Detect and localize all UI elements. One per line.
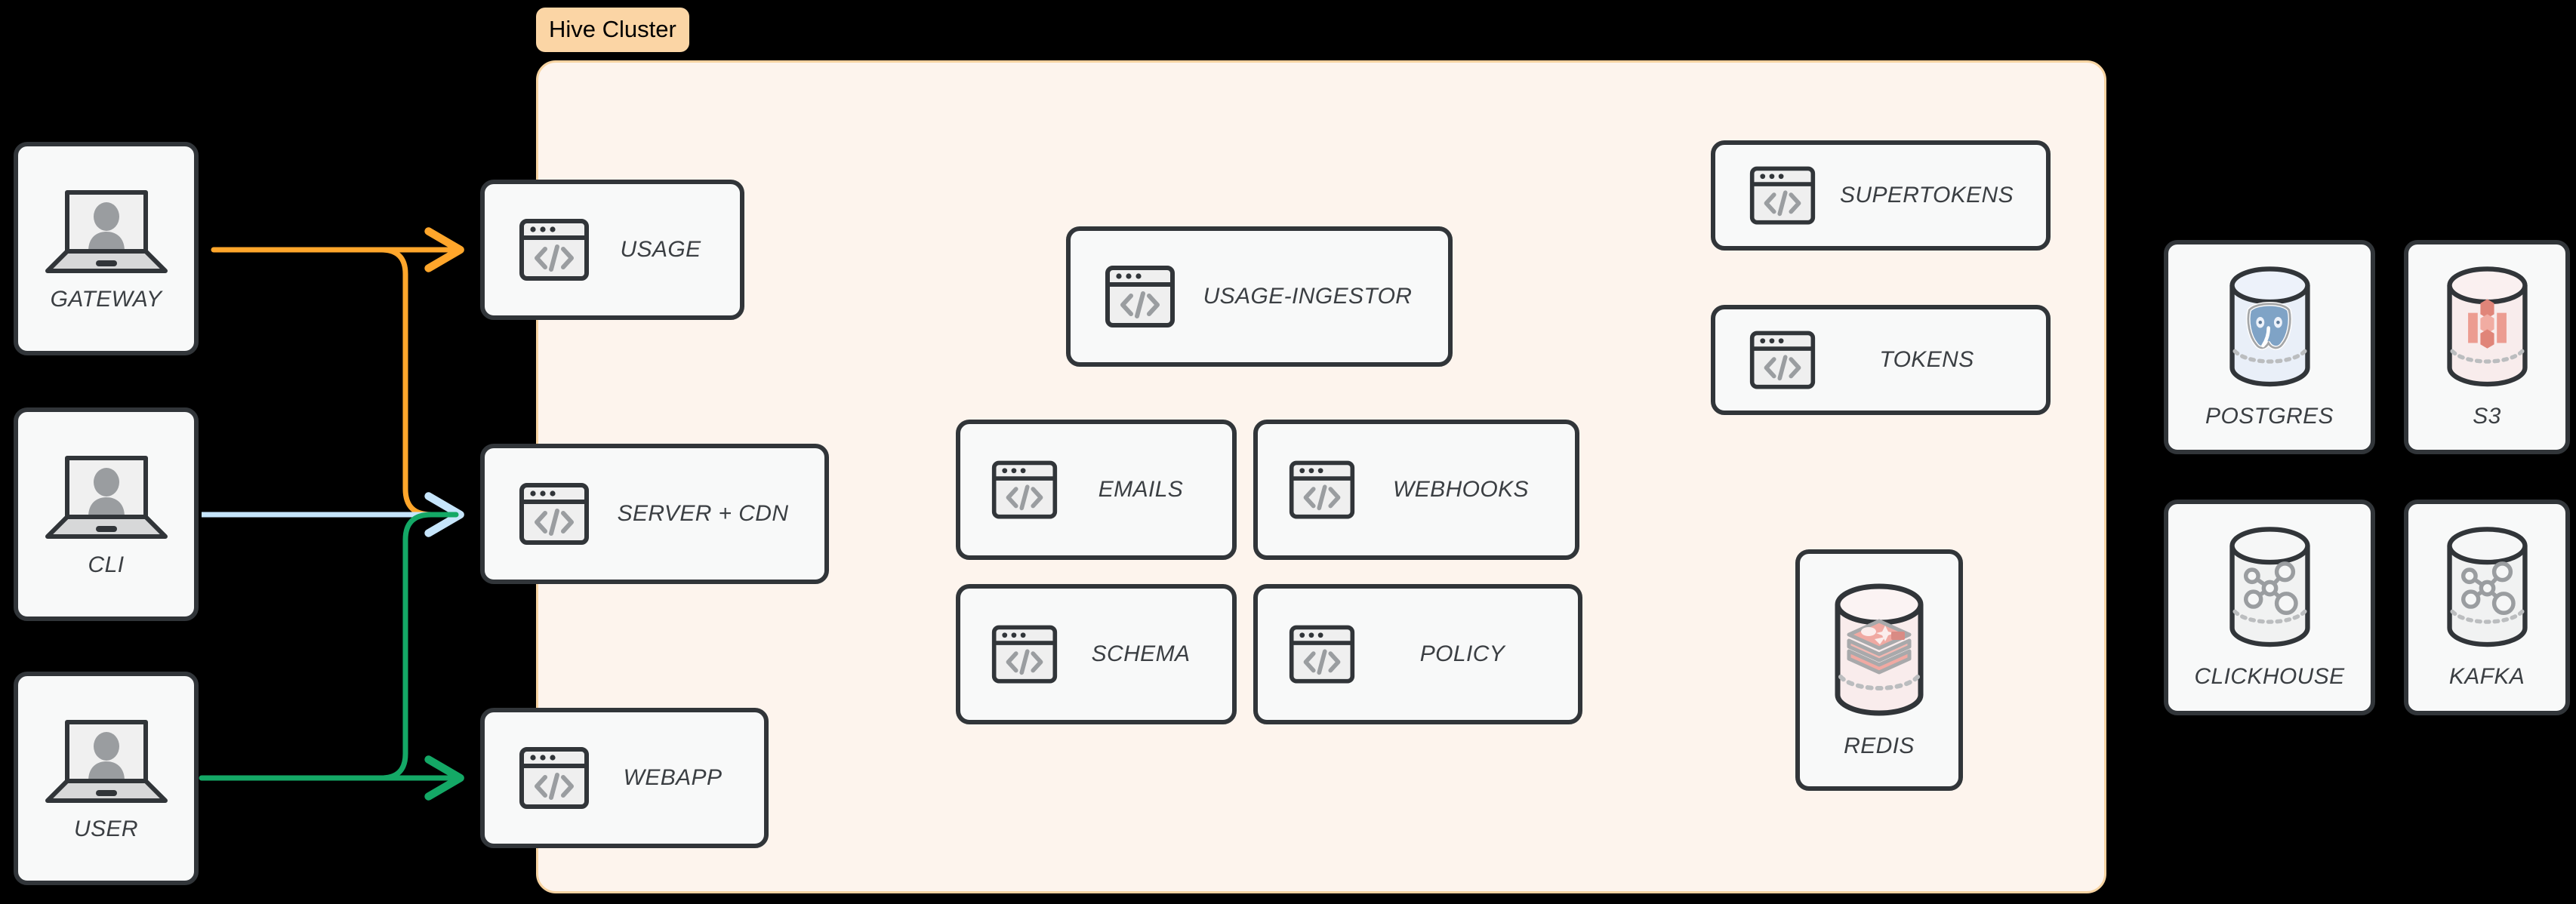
- store-node-clickhouse[interactable]: CLICKHOUSE: [2164, 500, 2375, 715]
- service-node-webapp[interactable]: WEBAPP: [480, 708, 769, 848]
- service-label: SERVER + CDN: [617, 501, 789, 526]
- client-node-user[interactable]: USER: [14, 672, 199, 885]
- laptop-user-icon: [43, 185, 170, 279]
- service-label: WEBHOOKS: [1393, 477, 1529, 502]
- store-label: CLICKHOUSE: [2194, 664, 2345, 689]
- store-label: S3: [2473, 404, 2501, 429]
- code-window-icon: [1749, 161, 1816, 229]
- kafka-cylinder-icon: [2429, 525, 2546, 652]
- service-node-server-cdn[interactable]: SERVER + CDN: [480, 444, 829, 584]
- store-node-redis[interactable]: REDIS: [1795, 549, 1963, 791]
- code-window-icon: [1288, 620, 1356, 688]
- store-label: POSTGRES: [2205, 404, 2334, 429]
- code-window-icon: [991, 620, 1058, 688]
- service-label: USAGE: [620, 237, 701, 262]
- client-node-gateway[interactable]: GATEWAY: [14, 142, 199, 355]
- service-node-schema[interactable]: SCHEMA: [956, 584, 1237, 724]
- service-label: SCHEMA: [1091, 641, 1191, 666]
- client-label: CLI: [88, 552, 125, 577]
- service-node-usage[interactable]: USAGE: [480, 180, 744, 320]
- clickhouse-cylinder-icon: [2211, 525, 2328, 652]
- s3-cylinder-icon: [2429, 265, 2546, 392]
- wire-user-to-server-cdn: [199, 512, 459, 781]
- service-node-usage-ingestor[interactable]: USAGE-INGESTOR: [1066, 226, 1453, 367]
- service-node-supertokens[interactable]: SUPERTOKENS: [1711, 140, 2051, 251]
- service-node-policy[interactable]: POLICY: [1253, 584, 1582, 724]
- service-node-emails[interactable]: EMAILS: [956, 420, 1237, 560]
- code-window-icon: [1104, 260, 1176, 333]
- postgres-cylinder-icon: [2211, 265, 2328, 392]
- client-label: GATEWAY: [50, 287, 162, 312]
- code-window-icon: [1288, 456, 1356, 524]
- laptop-user-icon: [43, 450, 170, 545]
- code-window-icon: [1749, 326, 1816, 394]
- store-label: REDIS: [1844, 733, 1915, 758]
- store-node-s3[interactable]: S3: [2404, 240, 2570, 454]
- service-label: TOKENS: [1879, 347, 1974, 372]
- laptop-user-icon: [43, 715, 170, 809]
- service-node-tokens[interactable]: TOKENS: [1711, 305, 2051, 415]
- redis-cylinder-icon: [1815, 582, 1943, 721]
- store-node-kafka[interactable]: KAFKA: [2404, 500, 2570, 715]
- code-window-icon: [518, 742, 590, 814]
- code-window-icon: [518, 214, 590, 286]
- service-label: EMAILS: [1098, 477, 1184, 502]
- service-label: POLICY: [1419, 641, 1505, 666]
- store-node-postgres[interactable]: POSTGRES: [2164, 240, 2375, 454]
- client-label: USER: [74, 816, 138, 841]
- service-label: USAGE-INGESTOR: [1203, 284, 1413, 309]
- code-window-icon: [518, 478, 590, 550]
- service-label: WEBAPP: [623, 765, 723, 790]
- wire-gateway-to-server-cdn: [211, 247, 459, 518]
- service-node-webhooks[interactable]: WEBHOOKS: [1253, 420, 1579, 560]
- client-node-cli[interactable]: CLI: [14, 407, 199, 621]
- store-label: KAFKA: [2448, 664, 2525, 689]
- service-label: SUPERTOKENS: [1839, 183, 2014, 208]
- code-window-icon: [991, 456, 1058, 524]
- hive-cluster-tag: Hive Cluster: [536, 8, 689, 52]
